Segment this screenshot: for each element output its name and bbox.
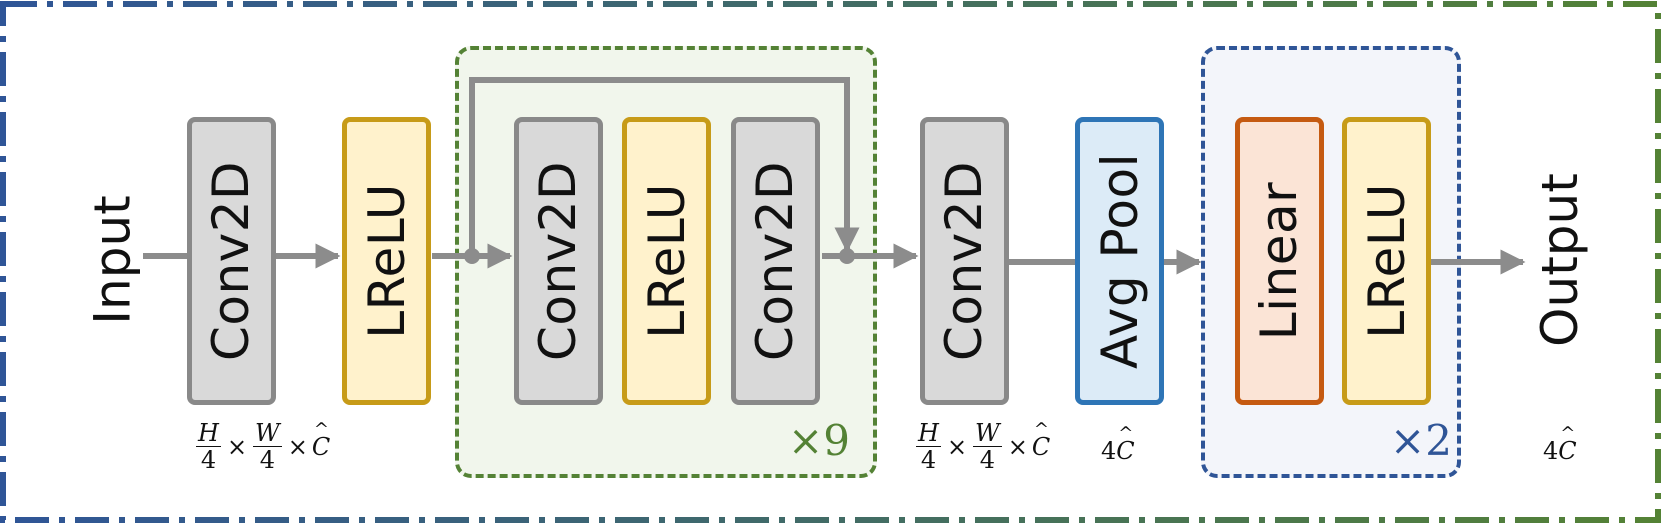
lrelu-block-2: LReLU <box>622 117 711 405</box>
lrelu-block-3: LReLU <box>1342 117 1431 405</box>
dimension-label-1: H4 × W4 × C <box>194 419 330 474</box>
conv2d-block-2: Conv2D <box>514 117 603 405</box>
linear-block: Linear <box>1235 117 1324 405</box>
dimension-label-3: 4C <box>1101 423 1135 465</box>
conv2d-block-1: Conv2D <box>187 117 276 405</box>
residual-repeat-count: ×9 <box>788 416 850 465</box>
conv2d-block-3: Conv2D <box>731 117 820 405</box>
skip-merge-dot <box>839 248 855 264</box>
conv2d-block-4: Conv2D <box>920 117 1009 405</box>
lrelu-block-1: LReLU <box>342 117 431 405</box>
skip-connection <box>469 77 860 256</box>
dimension-label-2: H4 × W4 × C <box>914 419 1050 474</box>
mlp-repeat-count: ×2 <box>1390 416 1452 465</box>
skip-branch-dot <box>464 248 480 264</box>
avgpool-block: Avg Pool <box>1075 117 1164 405</box>
dimension-label-4: 4C <box>1543 423 1577 465</box>
